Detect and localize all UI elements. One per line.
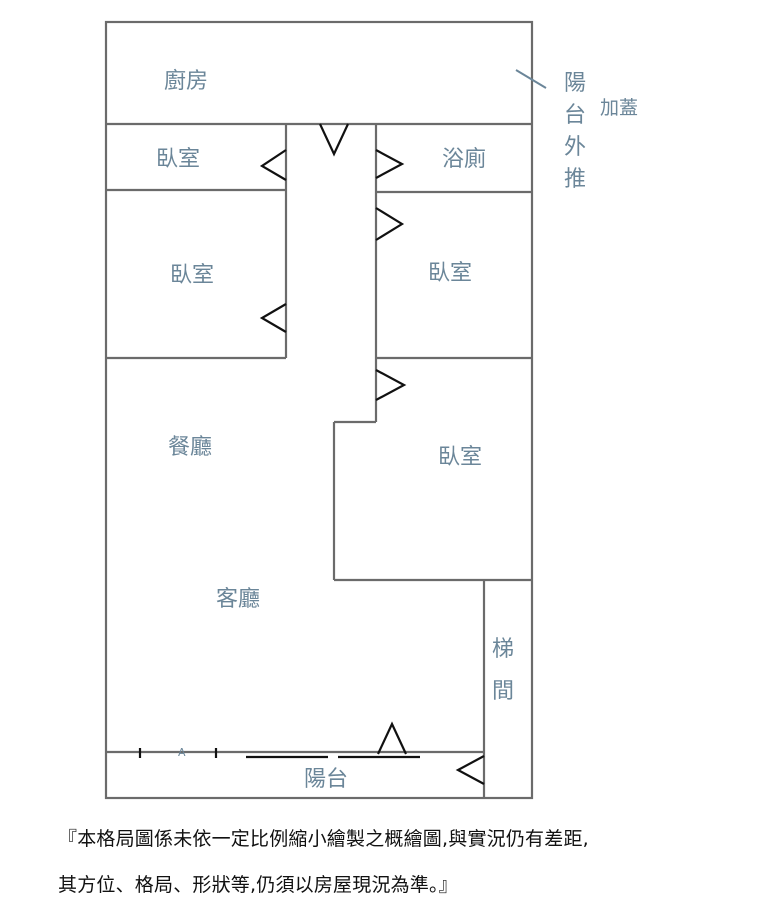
door-bathroom — [375, 149, 405, 179]
doors — [259, 123, 485, 785]
side-annotations: 陽 台 外 推 加蓋 — [564, 71, 638, 192]
label-extension-1: 陽 — [564, 71, 586, 96]
label-balcony: 陽台 — [304, 767, 348, 792]
label-living-room: 客廳 — [216, 587, 260, 612]
door-bedroom-right — [375, 207, 405, 241]
label-stairwell-2: 間 — [492, 679, 514, 704]
label-extension-4: 推 — [564, 167, 586, 192]
label-bedroom-left: 臥室 — [170, 263, 214, 288]
balcony-windows: A — [138, 746, 420, 759]
disclaimer-line-2: 其方位、格局、形狀等,仍須以房屋現況為準。』 — [58, 874, 458, 896]
door-balcony — [377, 721, 407, 755]
door-kitchen — [319, 123, 349, 157]
door-stairwell — [455, 755, 485, 785]
walls — [104, 20, 534, 800]
window-mark-label: A — [178, 746, 186, 759]
label-dining-room: 餐廳 — [168, 435, 212, 460]
room-labels: 廚房 臥室 浴廁 臥室 臥室 餐廳 臥室 客廳 梯 間 陽台 — [156, 69, 514, 792]
outer-wall — [104, 20, 534, 800]
label-stairwell-1: 梯 — [492, 637, 514, 662]
door-bedroom-left — [259, 303, 287, 333]
label-bedroom-right: 臥室 — [428, 261, 472, 286]
label-kitchen: 廚房 — [164, 69, 208, 94]
label-bathroom: 浴廁 — [442, 147, 486, 172]
disclaimer-line-1: 『本格局圖係未依一定比例縮小繪製之概繪圖,與實況仍有差距, — [58, 828, 589, 850]
label-extension-3: 外 — [564, 135, 586, 160]
door-bedroom-top-left — [259, 149, 287, 181]
label-extension-2: 台 — [564, 103, 586, 128]
extension-pointer — [515, 69, 547, 89]
label-bedroom-top-left: 臥室 — [156, 147, 200, 172]
label-bedroom-lower-right: 臥室 — [438, 445, 482, 470]
door-bedroom-lower-right — [375, 369, 407, 401]
label-addition: 加蓋 — [600, 97, 638, 119]
